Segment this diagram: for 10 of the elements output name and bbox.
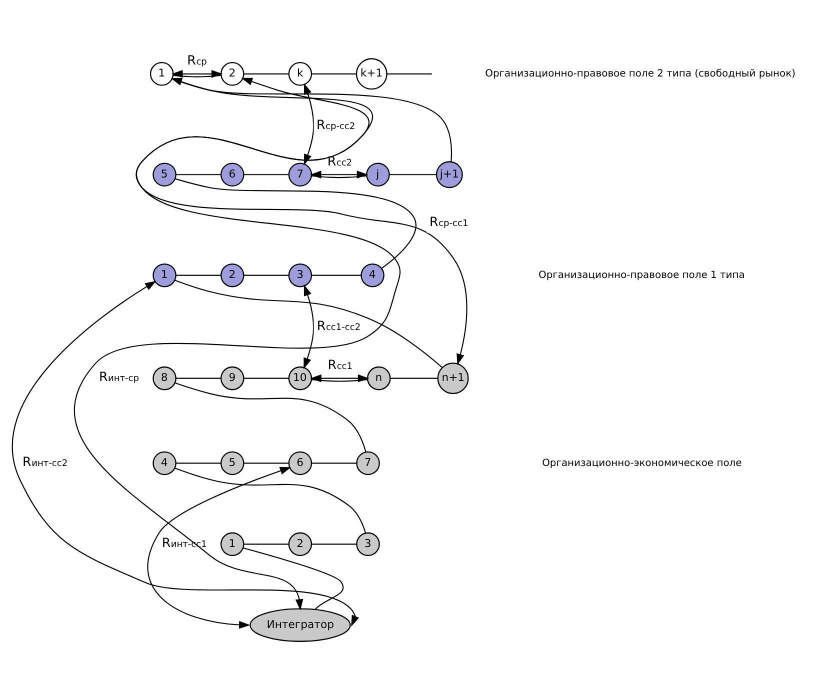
edge-label: Rсс1 <box>328 357 353 372</box>
label: Организационно-экономическое поле <box>542 458 742 469</box>
edge-label: Rср <box>187 52 207 68</box>
label: Организационно-правовое поле 2 типа (свободный рынок) <box>485 68 796 80</box>
edge-label: Rср-сс2 <box>316 116 356 132</box>
edge-label: Rинт-сс2 <box>22 454 68 470</box>
edge-label: Rсс1-сс2 <box>316 318 361 334</box>
edge-label: Rср-сс1 <box>430 214 468 230</box>
label: Организационно-правовое поле 1 типа <box>538 270 745 281</box>
edge-label: Rинт-ср <box>98 369 140 384</box>
